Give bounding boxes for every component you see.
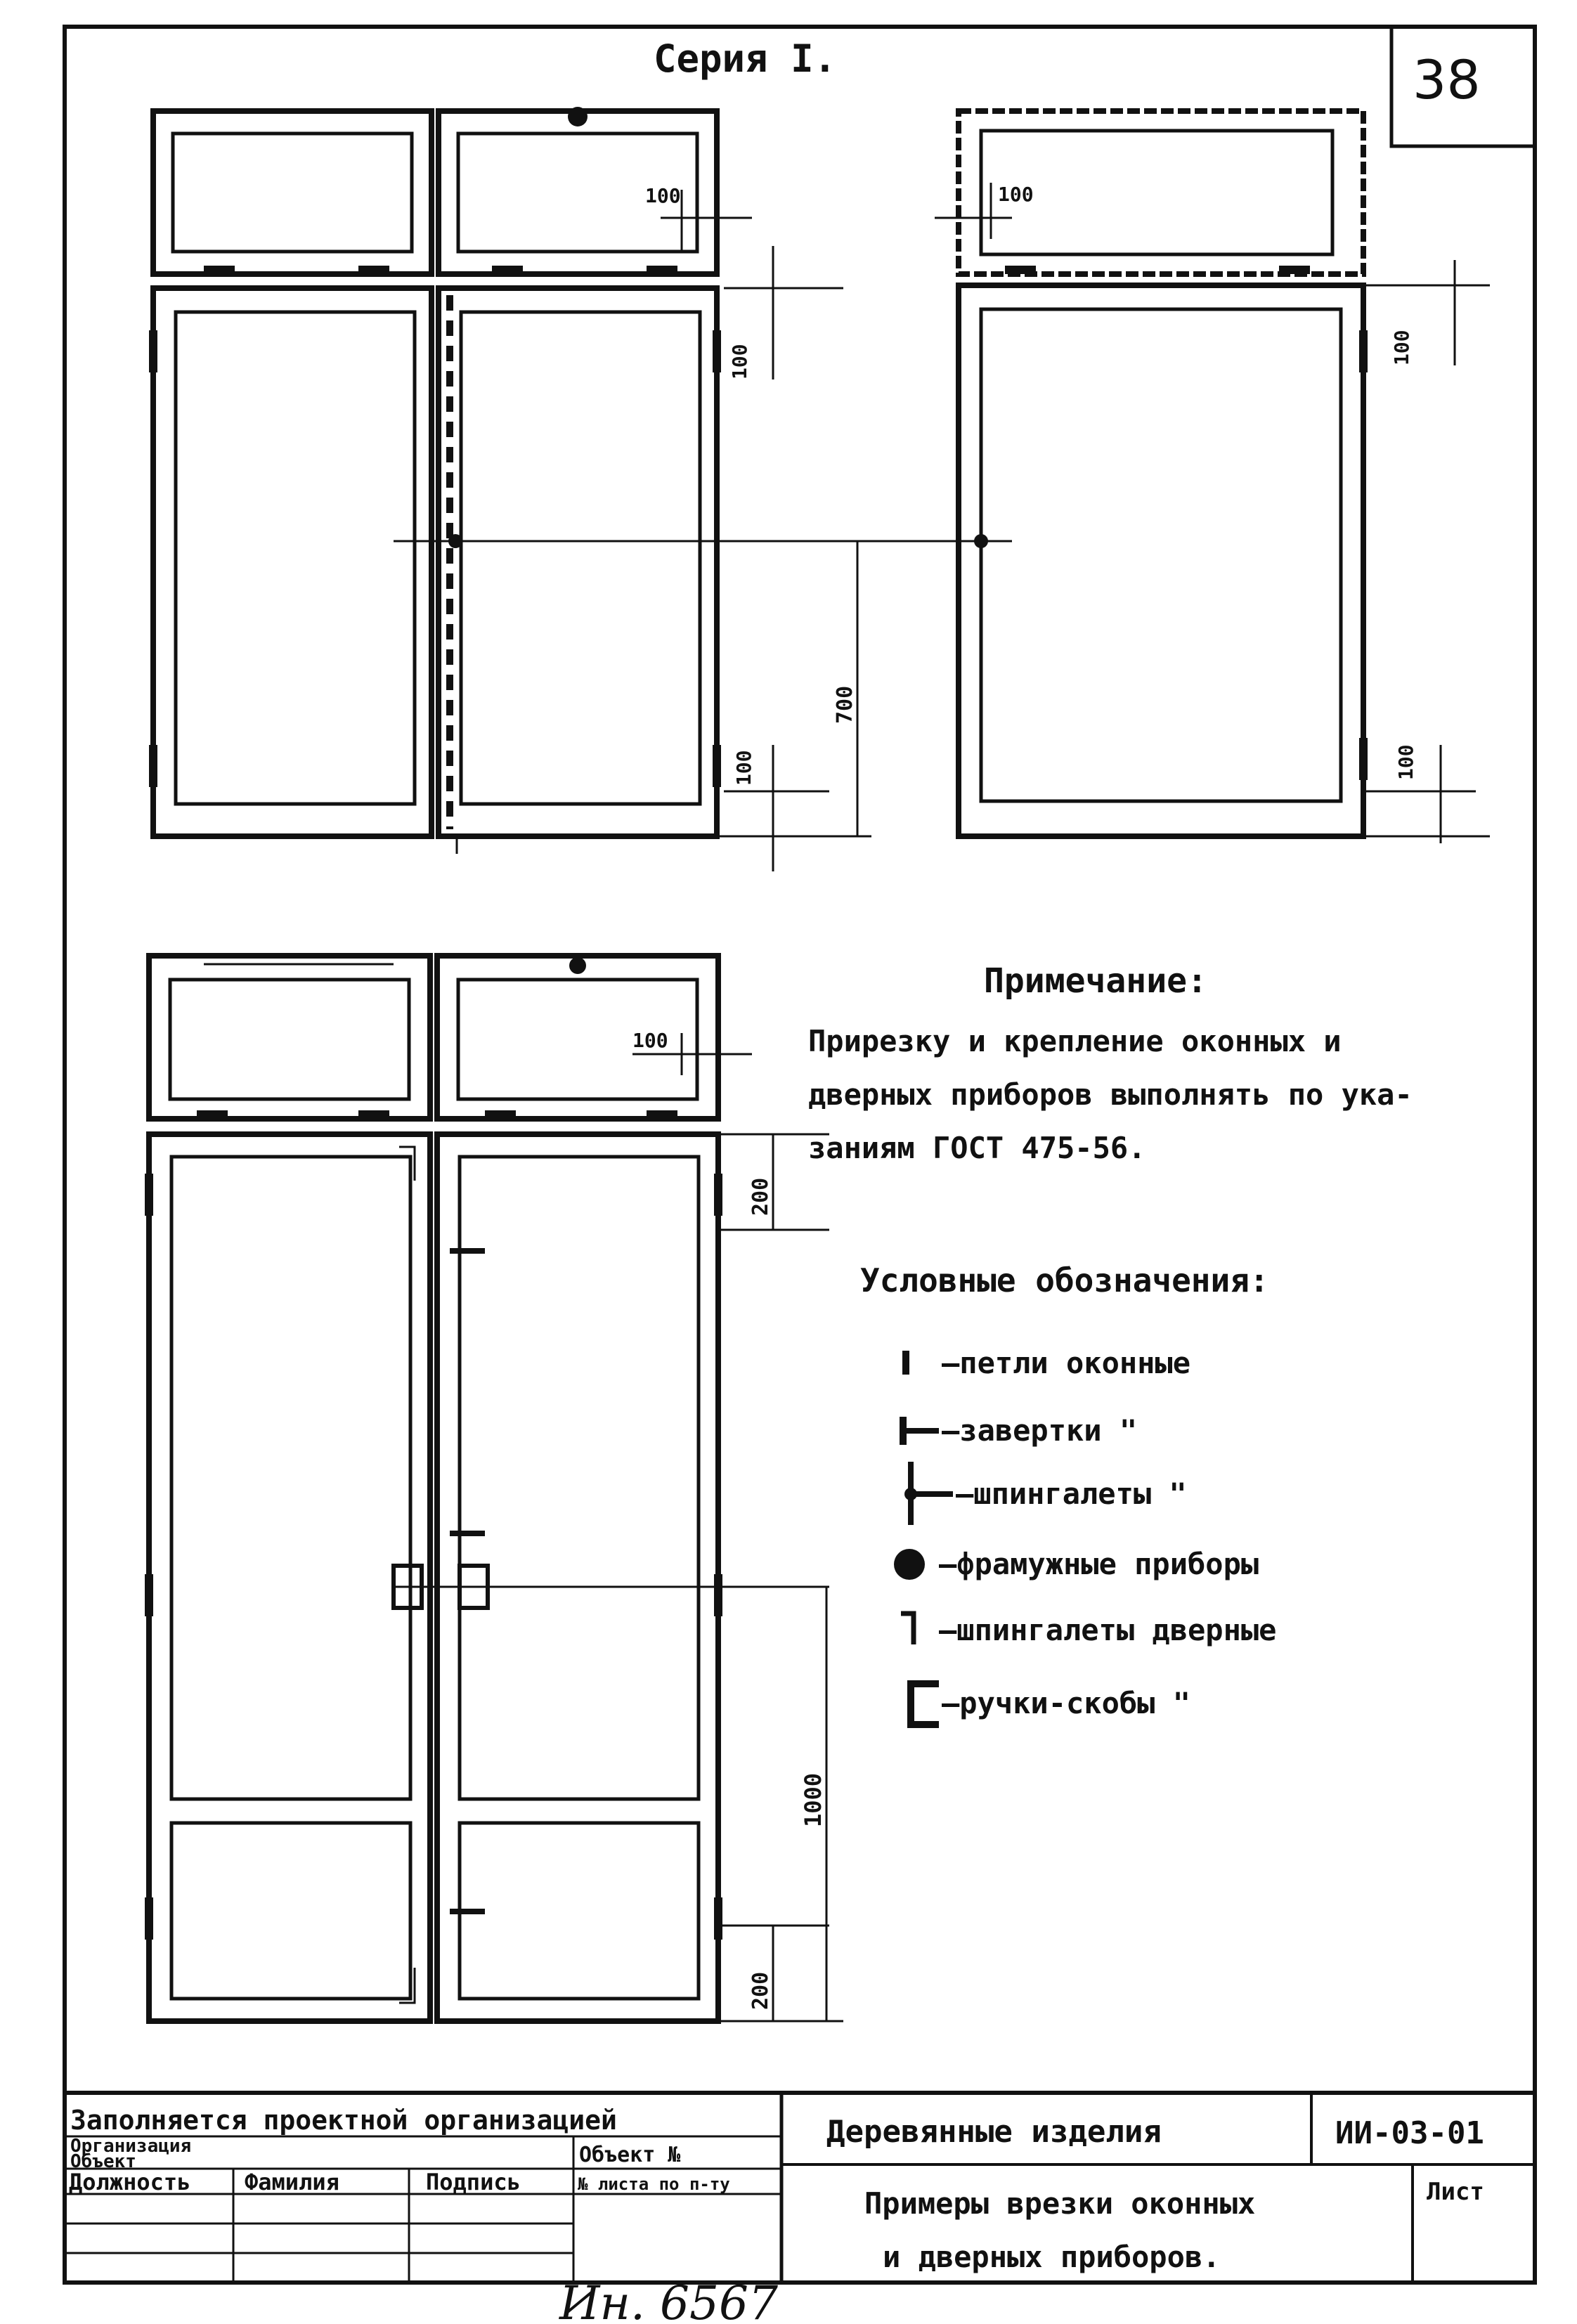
dim-top-left-door-top: 100: [728, 344, 751, 379]
legend-item-espagnolettes: —шпингалеты ": [904, 1462, 1187, 1525]
note-line-1: Прирезку и крепление оконных и: [808, 1024, 1342, 1058]
legend-label-transom-devices: —фрамужные приборы: [939, 1547, 1259, 1581]
door-bolt-icon: [901, 1611, 916, 1644]
legend-item-door-bolts: —шпингалеты дверные: [901, 1611, 1276, 1647]
pull-handle-icon: [907, 1680, 939, 1728]
legend-title: Условные обозначения:: [860, 1261, 1269, 1299]
transom-device-icon: [568, 107, 588, 126]
legend-item-pull-handles: —ручки-скобы ": [907, 1680, 1190, 1728]
tb-drawing-title-2: и дверных приборов.: [883, 2240, 1220, 2274]
tb-drawing-title-1: Примеры врезки оконных: [864, 2186, 1255, 2221]
legend-item-transom-devices: —фрамужные приборы: [894, 1547, 1259, 1581]
tb-signature: Подпись: [426, 2169, 521, 2195]
dim-top-right-door-bottom: 100: [1394, 744, 1417, 780]
legend-item-turn-latches: —завертки ": [900, 1413, 1137, 1448]
dim-top-left-transom: 100: [645, 184, 681, 207]
espagnolette-icon: [904, 1462, 953, 1525]
legend-label-pull-handles: —ручки-скобы ": [942, 1686, 1190, 1720]
turn-latch-icon: [900, 1417, 939, 1445]
hinge-icon: [902, 1351, 909, 1375]
legend-label-hinges: —петли оконные: [942, 1346, 1190, 1380]
top-right-door-elevation: 100 100 100: [935, 108, 1490, 843]
dim-top-left-handle: 700: [833, 686, 857, 724]
dim-bottom-door-top: 200: [748, 1178, 773, 1216]
tb-code: ИИ-03-01: [1335, 2115, 1484, 2151]
sheet-number-box: 38: [1389, 25, 1537, 148]
note-line-2: дверных приборов выполнять по ука-: [808, 1077, 1413, 1112]
dim-top-left-door-bottom: 100: [732, 750, 755, 786]
dim-top-right-door-top: 100: [1390, 330, 1413, 365]
tb-sheet-label: Лист: [1427, 2178, 1484, 2206]
tb-object-no: Объект №: [579, 2143, 681, 2167]
dim-bottom-door-bottom: 200: [748, 1972, 773, 2010]
tb-position: Должность: [69, 2169, 190, 2195]
top-left-door-elevation: 100 100 700 100: [149, 107, 1005, 871]
inventory-note: Ин. 6567: [559, 2276, 778, 2324]
legend-block: Условные обозначения: —петли оконные —за…: [860, 1261, 1276, 1728]
series-label: Серия I.: [654, 37, 836, 81]
transom-device-icon: [894, 1549, 925, 1580]
tb-object: Объект: [70, 2151, 136, 2172]
note-block: Примечание: Прирезку и крепление оконных…: [808, 961, 1413, 1165]
legend-item-hinges: —петли оконные: [902, 1346, 1190, 1380]
tb-surname: Фамилия: [245, 2169, 339, 2195]
title-block: Заполняется проектной организацией Орган…: [63, 2091, 1537, 2285]
dim-top-right-transom: 100: [998, 183, 1034, 206]
sheet-border: [63, 25, 1537, 2285]
tb-sheet-no: № листа по п-ту: [577, 2174, 730, 2194]
note-line-3: заниям ГОСТ 475-56.: [808, 1131, 1146, 1165]
sheet-number: 38: [1413, 48, 1481, 111]
legend-label-espagnolettes: —шпингалеты ": [956, 1476, 1187, 1511]
tb-section-title: Деревянные изделия: [826, 2114, 1162, 2150]
tb-organization: Организация: [70, 2136, 191, 2157]
note-title: Примечание:: [984, 961, 1207, 1001]
dim-bottom-transom: 100: [632, 1029, 668, 1052]
tb-filled-by: Заполняется проектной организацией: [70, 2105, 617, 2136]
bottom-door-elevation: 100 200 1000 200: [145, 953, 843, 2024]
transom-device-icon: [569, 957, 586, 974]
dim-bottom-handle: 1000: [800, 1773, 826, 1827]
legend-label-turn-latches: —завертки ": [942, 1413, 1137, 1448]
legend-label-door-bolts: —шпингалеты дверные: [939, 1613, 1276, 1647]
